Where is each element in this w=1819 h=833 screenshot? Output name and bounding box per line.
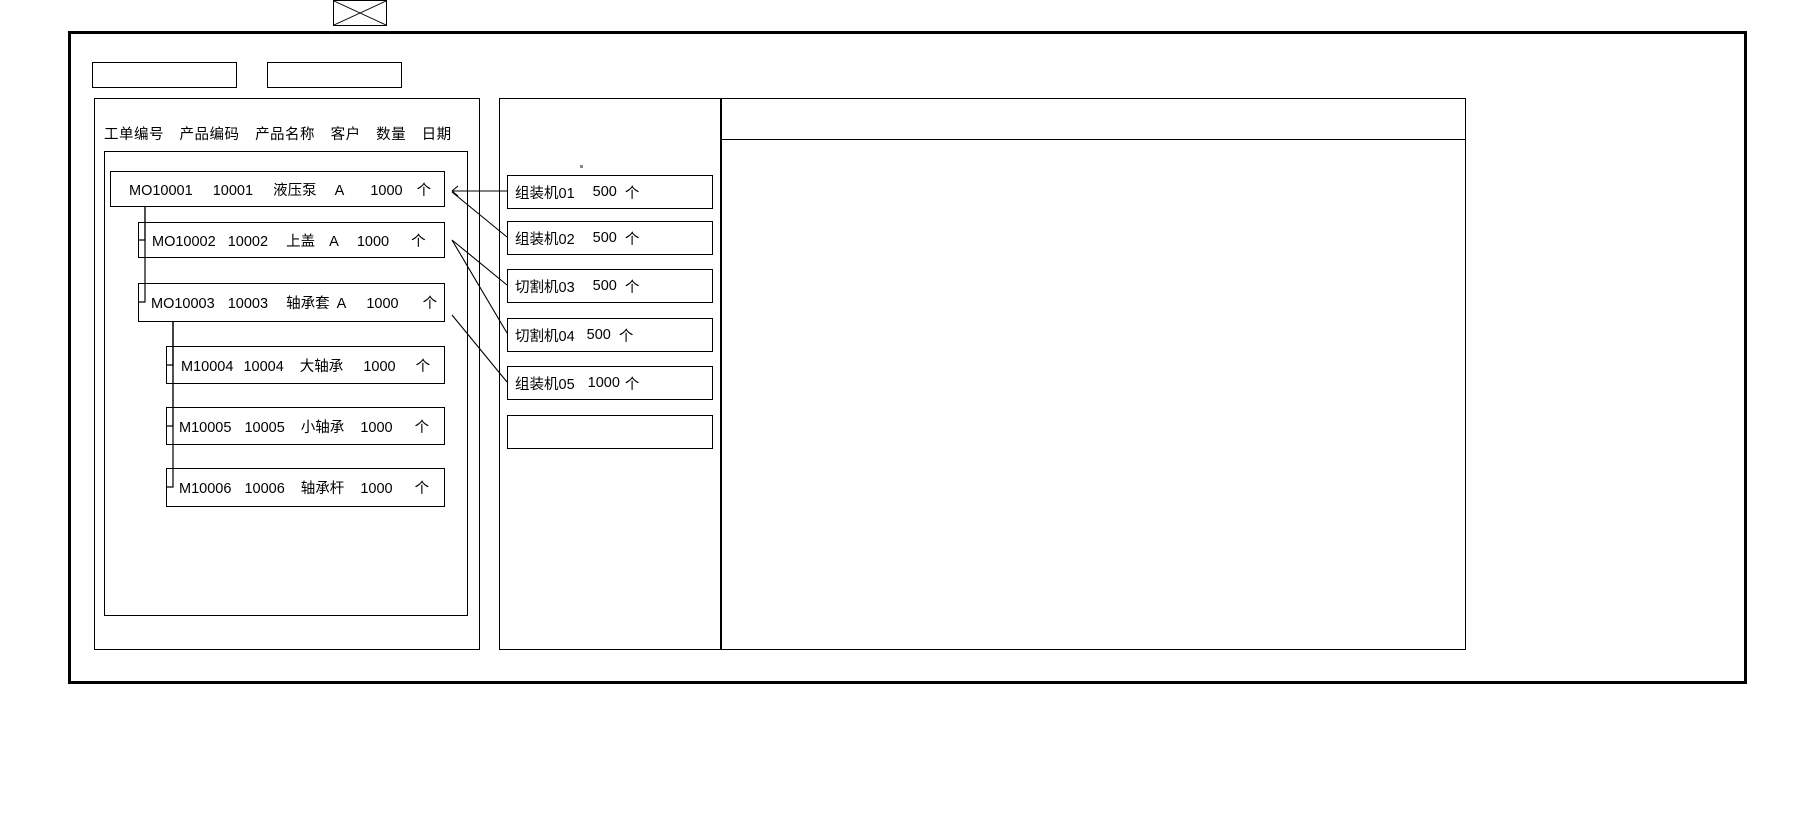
machine-name: 切割机04 — [515, 328, 575, 345]
column-header-date: 日期 — [421, 127, 452, 143]
table-row[interactable]: MO10002 10002 上盖 A 1000 个 — [138, 222, 445, 258]
cell-customer: A — [336, 296, 347, 312]
cell-order-no: M10006 — [179, 481, 232, 497]
cell-product-name: 大轴承 — [299, 358, 344, 375]
column-header-product-name: 产品名称 — [255, 127, 316, 143]
machine-qty: 500 — [592, 184, 617, 200]
cell-product-code: 10005 — [244, 419, 285, 436]
machine-card[interactable]: 组装机01 500 个 — [507, 175, 713, 209]
cell-qty: 1000 — [370, 182, 403, 199]
cell-unit: 个 — [411, 233, 426, 250]
cell-qty: 1000 — [366, 296, 399, 312]
detail-panel-header-divider — [722, 139, 1465, 140]
machine-qty: 500 — [592, 230, 617, 246]
machine-card[interactable]: 切割机03 500 个 — [507, 269, 713, 303]
column-header-product-code: 产品编码 — [179, 127, 240, 143]
table-row[interactable]: MO10001 10001 液压泵 A 1000 个 — [110, 171, 445, 207]
toolbar-field-1[interactable] — [92, 62, 237, 88]
cursor-dot-icon — [580, 165, 583, 168]
machine-unit: 个 — [624, 376, 640, 393]
cell-unit: 个 — [414, 419, 430, 436]
crossed-box-icon — [333, 0, 387, 26]
cell-customer: A — [329, 233, 339, 250]
cell-product-code: 10002 — [227, 233, 269, 250]
cell-order-no: MO10003 — [151, 296, 215, 312]
cell-product-name: 轴承套 — [286, 296, 330, 312]
cell-unit: 个 — [414, 481, 430, 497]
cell-unit: 个 — [422, 296, 438, 312]
machine-card-empty[interactable] — [507, 415, 713, 449]
machine-unit: 个 — [624, 279, 640, 296]
cell-product-code: 10004 — [243, 358, 284, 375]
table-row[interactable]: MO10003 10003 轴承套 A 1000 个 — [138, 283, 445, 322]
cell-product-code: 10003 — [227, 296, 269, 312]
machine-unit: 个 — [624, 231, 640, 248]
toolbar — [92, 62, 512, 88]
machine-name: 组装机05 — [515, 376, 575, 393]
machine-name: 切割机03 — [515, 279, 575, 296]
table-row[interactable]: M10004 10004 大轴承 1000 个 — [166, 346, 445, 384]
cell-product-name: 上盖 — [286, 233, 316, 250]
machine-unit: 个 — [624, 185, 640, 202]
cell-qty: 1000 — [360, 481, 393, 497]
machine-card[interactable]: 组装机05 1000 个 — [507, 366, 713, 400]
cell-order-no: MO10002 — [152, 233, 216, 250]
machine-qty: 500 — [592, 278, 617, 294]
work-order-column-headers: 工单编号 产品编码 产品名称 客户 数量 日期 — [104, 123, 464, 144]
cell-product-name: 小轴承 — [300, 419, 345, 436]
cell-product-code: 10001 — [212, 182, 254, 199]
cell-order-no: M10005 — [179, 419, 232, 436]
cell-product-name: 轴承杆 — [300, 481, 345, 497]
machine-card[interactable]: 切割机04 500 个 — [507, 318, 713, 352]
cell-qty: 1000 — [363, 358, 396, 375]
detail-panel — [721, 98, 1466, 650]
cell-order-no: MO10001 — [129, 182, 193, 199]
column-header-order-no: 工单编号 — [104, 127, 164, 143]
cell-qty: 1000 — [356, 233, 390, 250]
column-header-customer: 客户 — [330, 127, 361, 143]
column-header-qty: 数量 — [376, 127, 407, 143]
toolbar-field-2[interactable] — [267, 62, 402, 88]
cell-unit: 个 — [416, 182, 432, 199]
machine-name: 组装机02 — [515, 231, 575, 248]
cell-order-no: M10004 — [181, 358, 234, 375]
table-row[interactable]: M10005 10005 小轴承 1000 个 — [166, 407, 445, 445]
cell-product-code: 10006 — [244, 481, 285, 497]
machine-qty: 500 — [586, 327, 611, 343]
machine-qty: 1000 — [587, 375, 620, 391]
machine-name: 组装机01 — [515, 185, 575, 202]
machine-unit: 个 — [618, 328, 634, 345]
table-row[interactable]: M10006 10006 轴承杆 1000 个 — [166, 468, 445, 507]
cell-product-name: 液压泵 — [273, 182, 317, 199]
cell-customer: A — [334, 182, 345, 199]
cell-qty: 1000 — [360, 419, 393, 436]
machine-card[interactable]: 组装机02 500 个 — [507, 221, 713, 255]
cell-unit: 个 — [415, 358, 431, 375]
